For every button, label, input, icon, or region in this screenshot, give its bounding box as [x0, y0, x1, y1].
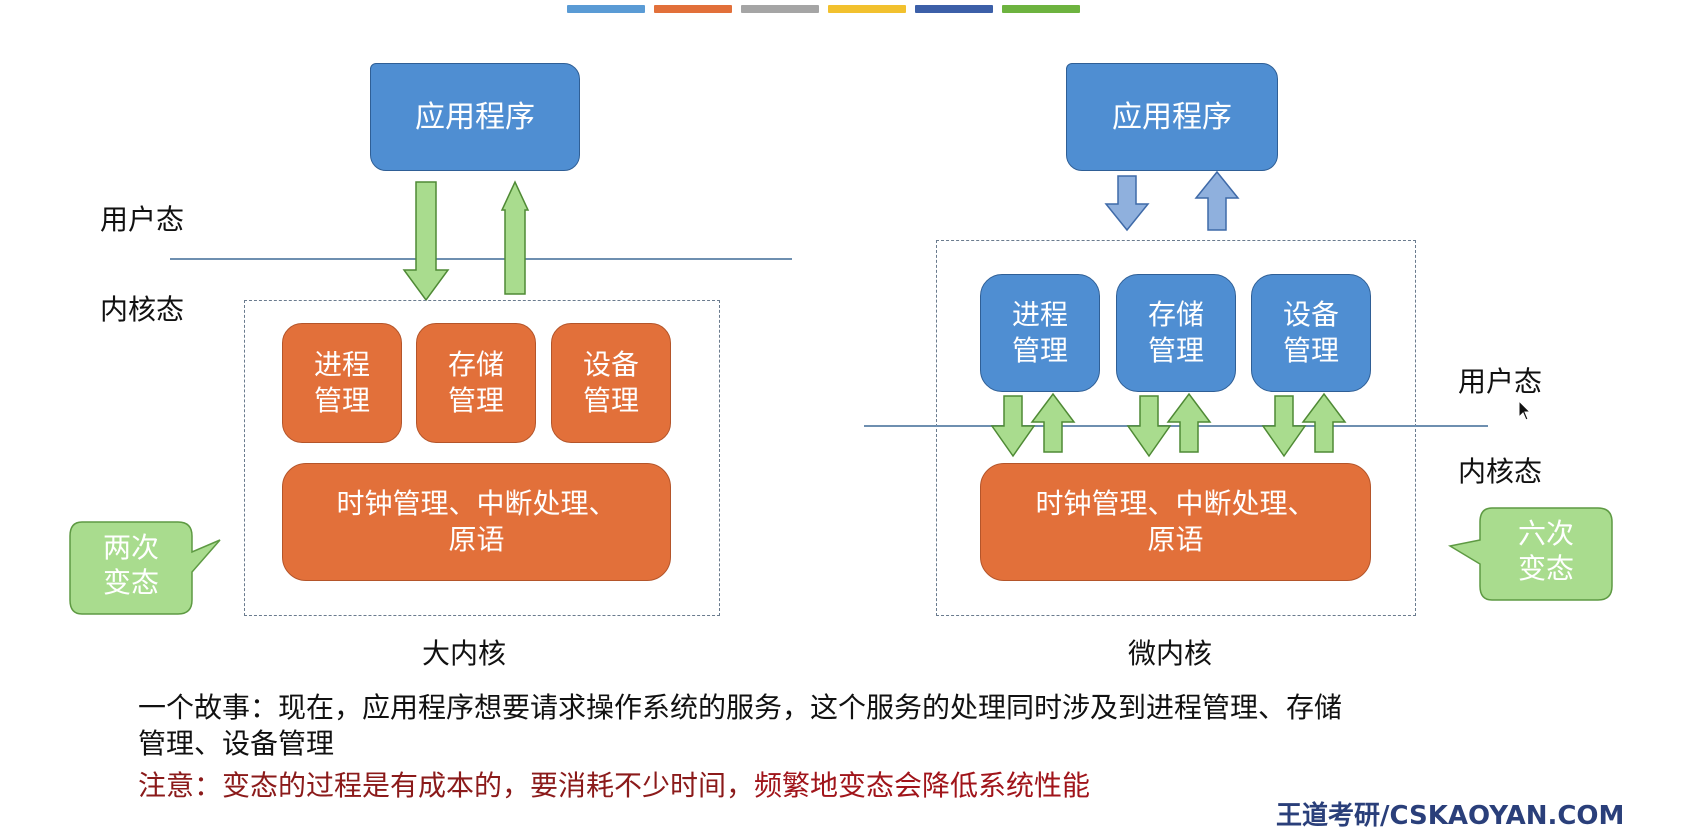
note-text: 注意：变态的过程是有成本的，要消耗不少时间，频繁地变态会降低系统性能 — [138, 764, 1090, 804]
left-callout-text: 两次 变态 — [102, 531, 159, 599]
module-label: 存储 管理 — [447, 347, 504, 417]
down-arrow-icon — [402, 181, 450, 302]
right-callout-text: 六次 变态 — [1517, 517, 1574, 585]
up-arrow-icon — [1194, 170, 1240, 231]
strip-segment — [828, 5, 906, 13]
left-storage-mgmt-box: 存储 管理 — [416, 323, 536, 443]
module-label: 存储 管理 — [1147, 297, 1204, 367]
down-arrow-icon — [1261, 395, 1307, 458]
strip-segment — [654, 5, 732, 13]
watermark: 王道考研/CSKAOYAN.COM — [1276, 801, 1625, 831]
right-storage-mgmt-box: 存储 管理 — [1116, 274, 1236, 392]
left-caption: 大内核 — [422, 637, 507, 670]
right-kernel-mode-label: 内核态 — [1458, 455, 1543, 488]
left-kernel-mode-label: 内核态 — [100, 293, 185, 326]
module-label: 进程 管理 — [1011, 297, 1068, 367]
left-app-box: 应用程序 — [370, 63, 580, 171]
strip-segment — [1002, 5, 1080, 13]
strip-segment — [741, 5, 819, 13]
note-suffix: 频繁地变态会降低系统性能 — [754, 769, 1091, 802]
strip-segment — [567, 5, 645, 13]
left-kernel-base-box: 时钟管理、中断处理、 原语 — [282, 463, 671, 581]
right-callout-bubble — [1448, 507, 1613, 601]
right-mode-switch-arrows — [990, 392, 1347, 458]
story-text: 一个故事：现在，应用程序想要请求操作系统的服务，这个服务的处理同时涉及到进程管理… — [138, 690, 1342, 762]
right-app-label: 应用程序 — [1112, 99, 1232, 135]
right-caption: 微内核 — [1128, 637, 1213, 670]
right-kernel-base-box: 时钟管理、中断处理、 原语 — [980, 463, 1371, 581]
up-arrow-icon — [1030, 392, 1076, 453]
right-user-mode-label: 用户态 — [1458, 365, 1543, 398]
kernel-base-label: 时钟管理、中断处理、 原语 — [1035, 486, 1316, 556]
story-line-2: 管理、设备管理 — [138, 727, 335, 760]
right-mode-boundary-line — [864, 425, 1488, 427]
slide: 应用程序 用户态 内核态 进程 管理 存储 管理 设备 管理 时钟管理、中断处理… — [69, 5, 1624, 831]
left-kernel-dashed-boundary — [244, 300, 720, 616]
left-arrows — [402, 180, 530, 302]
right-app-box: 应用程序 — [1066, 63, 1278, 171]
module-label: 设备 管理 — [1282, 297, 1339, 367]
down-arrow-icon — [1104, 175, 1150, 232]
module-label: 进程 管理 — [313, 347, 370, 417]
kernel-base-label: 时钟管理、中断处理、 原语 — [336, 486, 617, 556]
down-arrow-icon — [1126, 395, 1172, 458]
down-arrow-icon — [990, 395, 1036, 458]
left-user-mode-label: 用户态 — [100, 203, 185, 236]
left-process-mgmt-box: 进程 管理 — [282, 323, 402, 443]
left-mode-boundary-line — [170, 258, 792, 260]
story-line-1: 一个故事：现在，应用程序想要请求操作系统的服务，这个服务的处理同时涉及到进程管理… — [138, 691, 1343, 724]
strip-segment — [915, 5, 993, 13]
note-prefix: 注意：变态的过程是有成本的，要消耗不少时间， — [138, 769, 755, 802]
right-dashed-boundary — [936, 240, 1416, 616]
up-arrow-icon — [1166, 392, 1212, 453]
left-app-label: 应用程序 — [415, 99, 535, 135]
right-process-mgmt-box: 进程 管理 — [980, 274, 1100, 392]
left-callout-bubble — [69, 521, 221, 615]
up-arrow-icon — [1301, 392, 1347, 453]
right-top-arrows — [1104, 170, 1240, 232]
up-arrow-icon — [500, 180, 530, 295]
right-device-mgmt-box: 设备 管理 — [1251, 274, 1371, 392]
left-device-mgmt-box: 设备 管理 — [551, 323, 671, 443]
mouse-cursor-icon — [1518, 400, 1532, 421]
module-label: 设备 管理 — [582, 347, 639, 417]
